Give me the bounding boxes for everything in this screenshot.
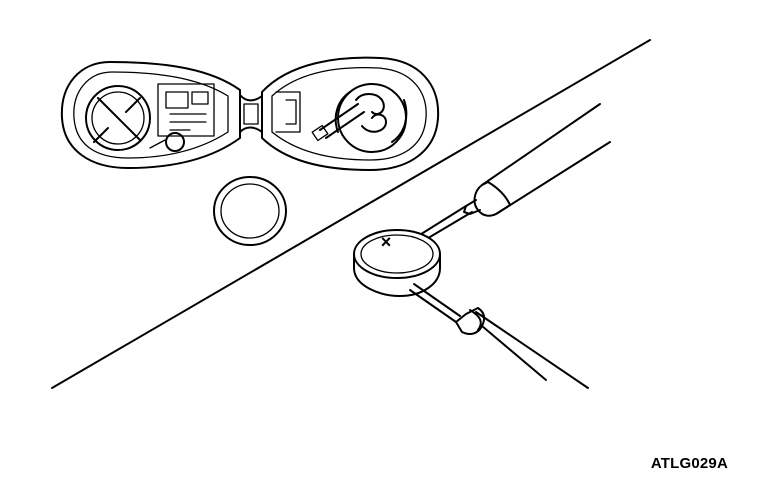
divider-line bbox=[51, 39, 651, 389]
figure-code: ATLG029A bbox=[650, 455, 728, 472]
battery-polarity-mark: × bbox=[381, 232, 392, 252]
key-fob-right-half bbox=[261, 56, 440, 171]
key-fob-left-half bbox=[60, 61, 241, 169]
removed-battery bbox=[213, 176, 287, 246]
upper-probe bbox=[401, 103, 611, 251]
key-fob-hinge bbox=[239, 94, 263, 133]
lower-probe bbox=[409, 283, 589, 389]
battery-under-test: × bbox=[353, 229, 441, 297]
